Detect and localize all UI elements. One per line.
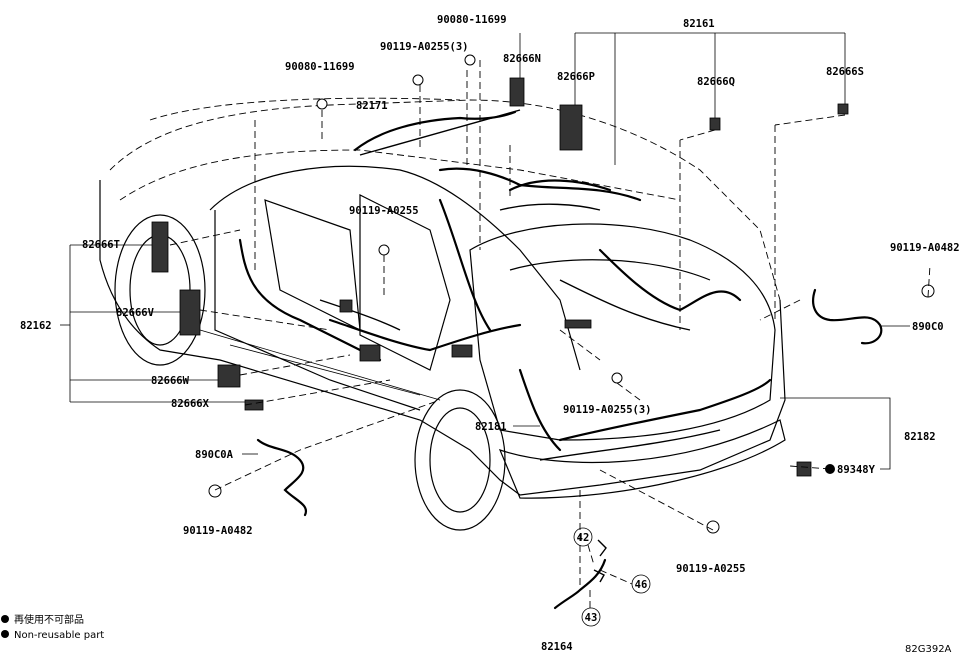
connector-icon — [451, 344, 473, 358]
clip-icon — [597, 539, 607, 557]
callout-43: 43 — [585, 612, 598, 624]
label-82182: 82182 — [904, 431, 936, 443]
clip-icon — [593, 569, 605, 583]
label-82164: 82164 — [541, 641, 573, 653]
label-82666P: 82666P — [557, 71, 595, 83]
label-82666N: 82666N — [503, 53, 541, 65]
label-90119-A0482-right: 90119-A0482 — [890, 242, 960, 254]
label-89348Y: 89348Y — [837, 464, 876, 476]
label-82666W: 82666W — [151, 375, 190, 387]
part-82666Q-icon — [709, 117, 721, 131]
bolt-icon — [316, 98, 328, 110]
callout-43-circle — [581, 607, 601, 627]
legend-en: Non-reusable part — [14, 630, 104, 641]
connector-icon — [339, 299, 353, 313]
label-90119-A0255-bot: 90119-A0255 — [676, 563, 746, 575]
label-82162: 82162 — [20, 320, 52, 332]
parts — [151, 54, 935, 583]
label-890C0A: 890C0A — [195, 449, 234, 461]
bolt-icon — [706, 520, 720, 534]
bolt-icon — [412, 74, 424, 86]
bolt-icon — [464, 54, 476, 66]
label-82666V: 82666V — [116, 307, 155, 319]
label-82181: 82181 — [475, 421, 507, 433]
legend-dot-icon — [1, 615, 9, 623]
part-82666V-icon — [179, 289, 201, 336]
label-90119-A0255-3-top: 90119-A0255(3) — [380, 41, 469, 53]
part-labels: 82161 90080-11699 90119-A0255(3) 82666N … — [20, 14, 960, 653]
connector-icon — [359, 344, 381, 362]
wire-harnesses — [238, 109, 883, 610]
label-82171: 82171 — [356, 100, 388, 112]
label-82666T: 82666T — [82, 239, 120, 251]
drawing-code: 82G392A — [905, 644, 952, 655]
bolt-icon — [611, 372, 623, 384]
part-89348Y-icon — [796, 461, 812, 477]
part-82666P-icon — [559, 104, 583, 151]
label-90119-A0255-3-bot: 90119-A0255(3) — [563, 404, 652, 416]
label-890C0: 890C0 — [912, 321, 944, 333]
label-82666X: 82666X — [171, 398, 210, 410]
label-82666Q: 82666Q — [697, 76, 735, 88]
circled-callouts: 42 46 43 — [573, 527, 651, 627]
bolt-icon — [208, 484, 222, 498]
label-90119-A0482-left: 90119-A0482 — [183, 525, 253, 537]
part-82666S-icon — [837, 103, 849, 115]
legend-jp: 再使用不可部品 — [14, 613, 84, 626]
connector-icon — [564, 319, 592, 329]
label-82161: 82161 — [683, 18, 715, 30]
part-82666T-icon — [151, 221, 169, 273]
label-90119-A0255-mid: 90119-A0255 — [349, 205, 419, 217]
vehicle-body — [99, 97, 786, 531]
part-82666X-icon — [244, 399, 264, 411]
callout-42: 42 — [577, 532, 590, 544]
callout-42-circle — [573, 527, 593, 547]
label-82666S: 82666S — [826, 66, 864, 78]
legend-dot-icon — [1, 630, 9, 638]
part-82666W-icon — [217, 364, 241, 388]
leader-lines — [60, 32, 931, 590]
bolt-icon — [378, 244, 390, 256]
callout-46: 46 — [635, 579, 648, 591]
legend: 再使用不可部品 Non-reusable part — [1, 613, 104, 641]
label-90080-11699-left: 90080-11699 — [285, 61, 355, 73]
part-82666N-icon — [509, 77, 525, 107]
label-90080-11699-top: 90080-11699 — [437, 14, 507, 26]
